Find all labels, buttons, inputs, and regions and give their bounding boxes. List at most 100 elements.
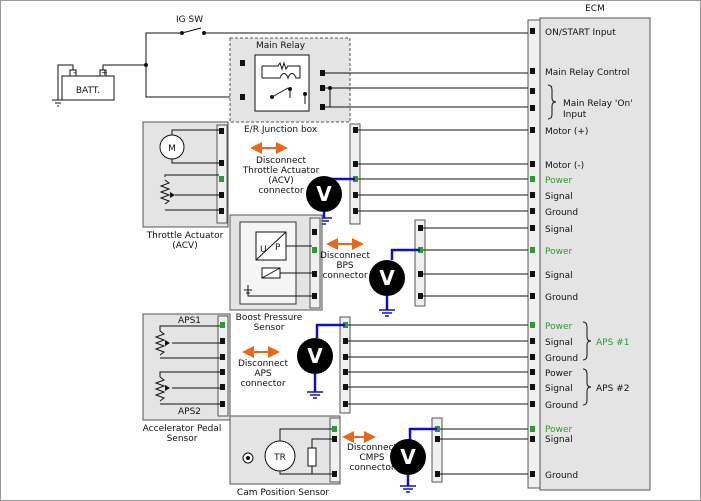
relay-wire	[289, 89, 306, 104]
ecm-pin-label: Signal	[545, 435, 573, 445]
ecm-pin-label: Ground	[545, 354, 578, 364]
aps-pin	[220, 401, 225, 407]
ecm-pin-label: Motor (+)	[545, 127, 588, 137]
aps: APS1 APS2 Accelerator Pedal Sensor	[142, 313, 231, 444]
battery-minus: -	[73, 68, 76, 77]
junction-box-label: E/R Junction box	[244, 125, 318, 135]
ecm-pin-label: ON/START Input	[545, 28, 616, 38]
mid-pin	[353, 208, 358, 214]
acv-ecm-wires	[358, 129, 528, 212]
cmps-disconnect-note: Disconnect CMPS connector	[342, 431, 397, 473]
mid-pin	[343, 354, 348, 360]
mid-pin	[435, 436, 440, 442]
cmps-target-center	[246, 456, 250, 460]
ecm: ECM ON/START	[527, 4, 651, 491]
bps-pin	[312, 247, 317, 253]
voltmeter-symbol	[297, 338, 333, 374]
cmps-tr-label: TR	[273, 453, 286, 463]
aps-disconnect-3: connector	[240, 379, 285, 389]
mid-pin	[343, 369, 348, 375]
bps-disconnect-2: BPS	[336, 261, 354, 271]
cmps-disconnect-1: Disconnect	[347, 443, 397, 453]
aps-voltmeter: V	[297, 323, 345, 399]
acv-connector	[216, 124, 228, 224]
ground-symbol	[379, 309, 395, 317]
bps-name-2: Sensor	[254, 323, 285, 333]
bps-p: P	[275, 243, 281, 253]
wiper-arrow	[170, 192, 175, 198]
ecm-pin	[530, 127, 535, 133]
battery-plus: +	[101, 68, 108, 77]
wiper-arrow	[165, 340, 170, 346]
aps-probe-wire	[315, 323, 345, 338]
acv-disconnect-4: connector	[258, 186, 303, 196]
acv-name-1: Throttle Actuator	[146, 231, 224, 241]
ecm-pin-label: Power	[545, 247, 573, 257]
acv-pin	[219, 176, 224, 182]
cmps-voltmeter: V	[390, 427, 437, 493]
ecm-pin-label: Input	[563, 110, 587, 120]
ecm-pin	[530, 436, 535, 442]
bps-pin	[312, 271, 317, 277]
ecm-pin	[530, 176, 535, 182]
aps1-wires	[159, 325, 220, 359]
cmps-name: Cam Position Sensor	[237, 488, 329, 498]
voltmeter-symbol	[306, 176, 342, 212]
acv-disconnect-3: (ACV)	[268, 176, 293, 186]
mid-pin	[353, 176, 358, 182]
ecm-pin	[530, 192, 535, 198]
ecm-pin	[530, 105, 535, 111]
ground-symbol	[52, 99, 64, 107]
battery	[61, 75, 115, 101]
ecm-pin-label: Power	[545, 425, 573, 435]
aps1-label: APS1	[178, 316, 201, 326]
ecm-title: ECM	[585, 4, 605, 14]
ecm-pin	[530, 354, 535, 360]
cmps-wires	[279, 428, 332, 475]
jb-pin	[320, 104, 325, 110]
bps-u: U	[260, 245, 267, 255]
bps-name-1: Boost Pressure	[236, 313, 303, 323]
aps-pin	[220, 354, 225, 360]
ecm-pin	[530, 293, 535, 299]
voltmeter-symbol	[369, 260, 405, 296]
ecm-pin	[530, 369, 535, 375]
wiper-arrow	[165, 385, 170, 391]
relay-resistor	[262, 61, 300, 71]
aps-pin	[220, 322, 225, 328]
acv-disconnect-note: Disconnect Throttle Actuator (ACV) conne…	[242, 142, 320, 196]
bps-probe-wire	[390, 248, 420, 260]
ecm-pin-label: Signal	[545, 271, 573, 281]
voltmeter-label: V	[316, 182, 332, 206]
motor-label: M	[168, 144, 176, 154]
cmps-mid-connector	[431, 417, 443, 483]
aps2-label: APS2	[178, 407, 201, 417]
ecm-pin-label: Main Relay 'On'	[563, 99, 633, 109]
bps-disconnect-3: connector	[322, 271, 367, 281]
power-supply: - + BATT. IG SW	[52, 15, 528, 107]
cmps-pin	[332, 436, 337, 442]
ecm-pin	[530, 28, 535, 34]
mid-pin	[353, 161, 358, 167]
acv-pot-wires	[164, 174, 219, 211]
ecm-pin	[530, 426, 535, 432]
ecm-pins	[530, 28, 535, 477]
ecm-pin-label: Main Relay Control	[545, 68, 629, 78]
mid-pin	[353, 127, 358, 133]
acv-pin	[219, 208, 224, 214]
battery-ground-wire	[57, 64, 74, 100]
mid-pin	[343, 384, 348, 390]
ecm-pin	[530, 471, 535, 477]
jb-pin	[240, 60, 245, 66]
ecm-pin-label: Motor (-)	[545, 161, 584, 171]
mid-pin	[343, 338, 348, 344]
aps-box	[142, 313, 231, 421]
bps-voltmeter: V	[369, 248, 420, 317]
bps-diagonal	[255, 231, 287, 261]
mid-pin	[343, 322, 348, 328]
acv-pin	[219, 128, 224, 134]
aps2-wires	[159, 371, 220, 405]
jb-pin	[240, 94, 245, 100]
cmps: TR Cam Position Sensor	[229, 415, 341, 498]
cmps-disconnect-2: CMPS	[359, 453, 384, 463]
